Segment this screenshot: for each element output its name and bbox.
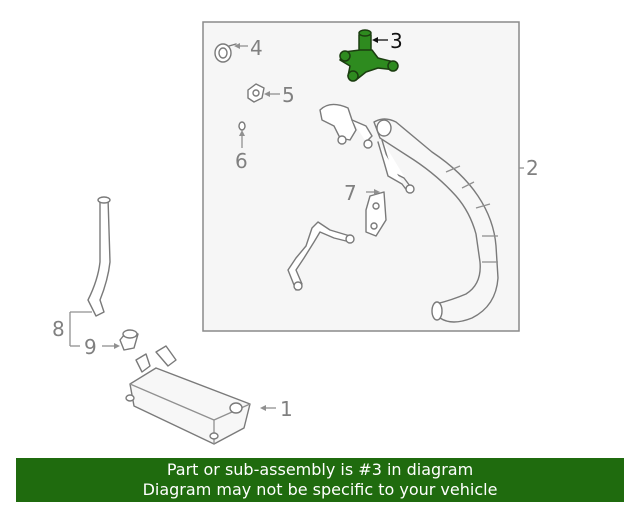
part-8-hose[interactable] xyxy=(87,196,111,317)
callout-8[interactable]: 8 xyxy=(52,317,65,341)
part-6-o-ring[interactable] xyxy=(238,121,246,131)
upper-hose[interactable] xyxy=(319,103,373,149)
callout-2[interactable]: 2 xyxy=(526,156,539,180)
main-coolant-hose[interactable] xyxy=(373,118,499,323)
banner-line-2: Diagram may not be specific to your vehi… xyxy=(142,480,498,499)
part-7-bracket[interactable] xyxy=(365,191,387,237)
callout-9[interactable]: 9 xyxy=(84,335,97,359)
part-5-clip[interactable] xyxy=(247,83,265,103)
callout-4[interactable]: 4 xyxy=(250,36,263,60)
info-banner: Part or sub-assembly is #3 in diagram Di… xyxy=(16,458,624,502)
callout-3[interactable]: 3 xyxy=(390,29,403,53)
banner-line-1: Part or sub-assembly is #3 in diagram xyxy=(166,460,474,479)
part-3-connector-highlighted[interactable] xyxy=(339,29,399,82)
small-pipe[interactable] xyxy=(377,139,415,194)
callout-7[interactable]: 7 xyxy=(344,181,357,205)
leader-lines xyxy=(69,37,524,411)
parts-diagram: 3 4 5 6 2 7 8 9 1 xyxy=(52,21,539,445)
callout-5[interactable]: 5 xyxy=(282,83,295,107)
part-9-cap[interactable] xyxy=(119,329,139,351)
lower-pipe[interactable] xyxy=(287,221,355,291)
part-4-clamp[interactable] xyxy=(214,43,237,63)
part-1-oil-cooler[interactable] xyxy=(125,345,251,445)
callout-6[interactable]: 6 xyxy=(235,149,248,173)
callout-1[interactable]: 1 xyxy=(280,397,293,421)
